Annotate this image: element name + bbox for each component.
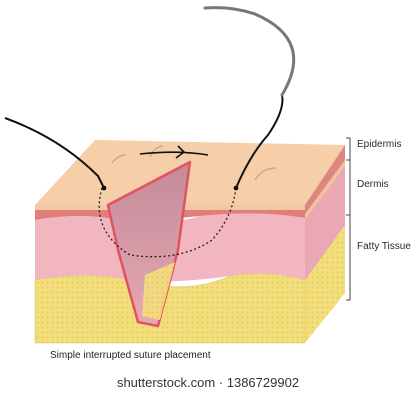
figure-caption: Simple interrupted suture placement <box>50 350 211 361</box>
label-epidermis: Epidermis <box>357 139 401 150</box>
knot-left <box>102 186 107 191</box>
label-dermis: Dermis <box>357 179 389 190</box>
knot-right <box>234 186 239 191</box>
watermark: shutterstock.com · 1386729902 <box>0 375 416 390</box>
skin-surface <box>35 140 345 205</box>
label-fatty-tissue: Fatty Tissue <box>357 241 411 252</box>
layer-brackets <box>346 138 350 300</box>
suture-needle <box>205 8 294 95</box>
